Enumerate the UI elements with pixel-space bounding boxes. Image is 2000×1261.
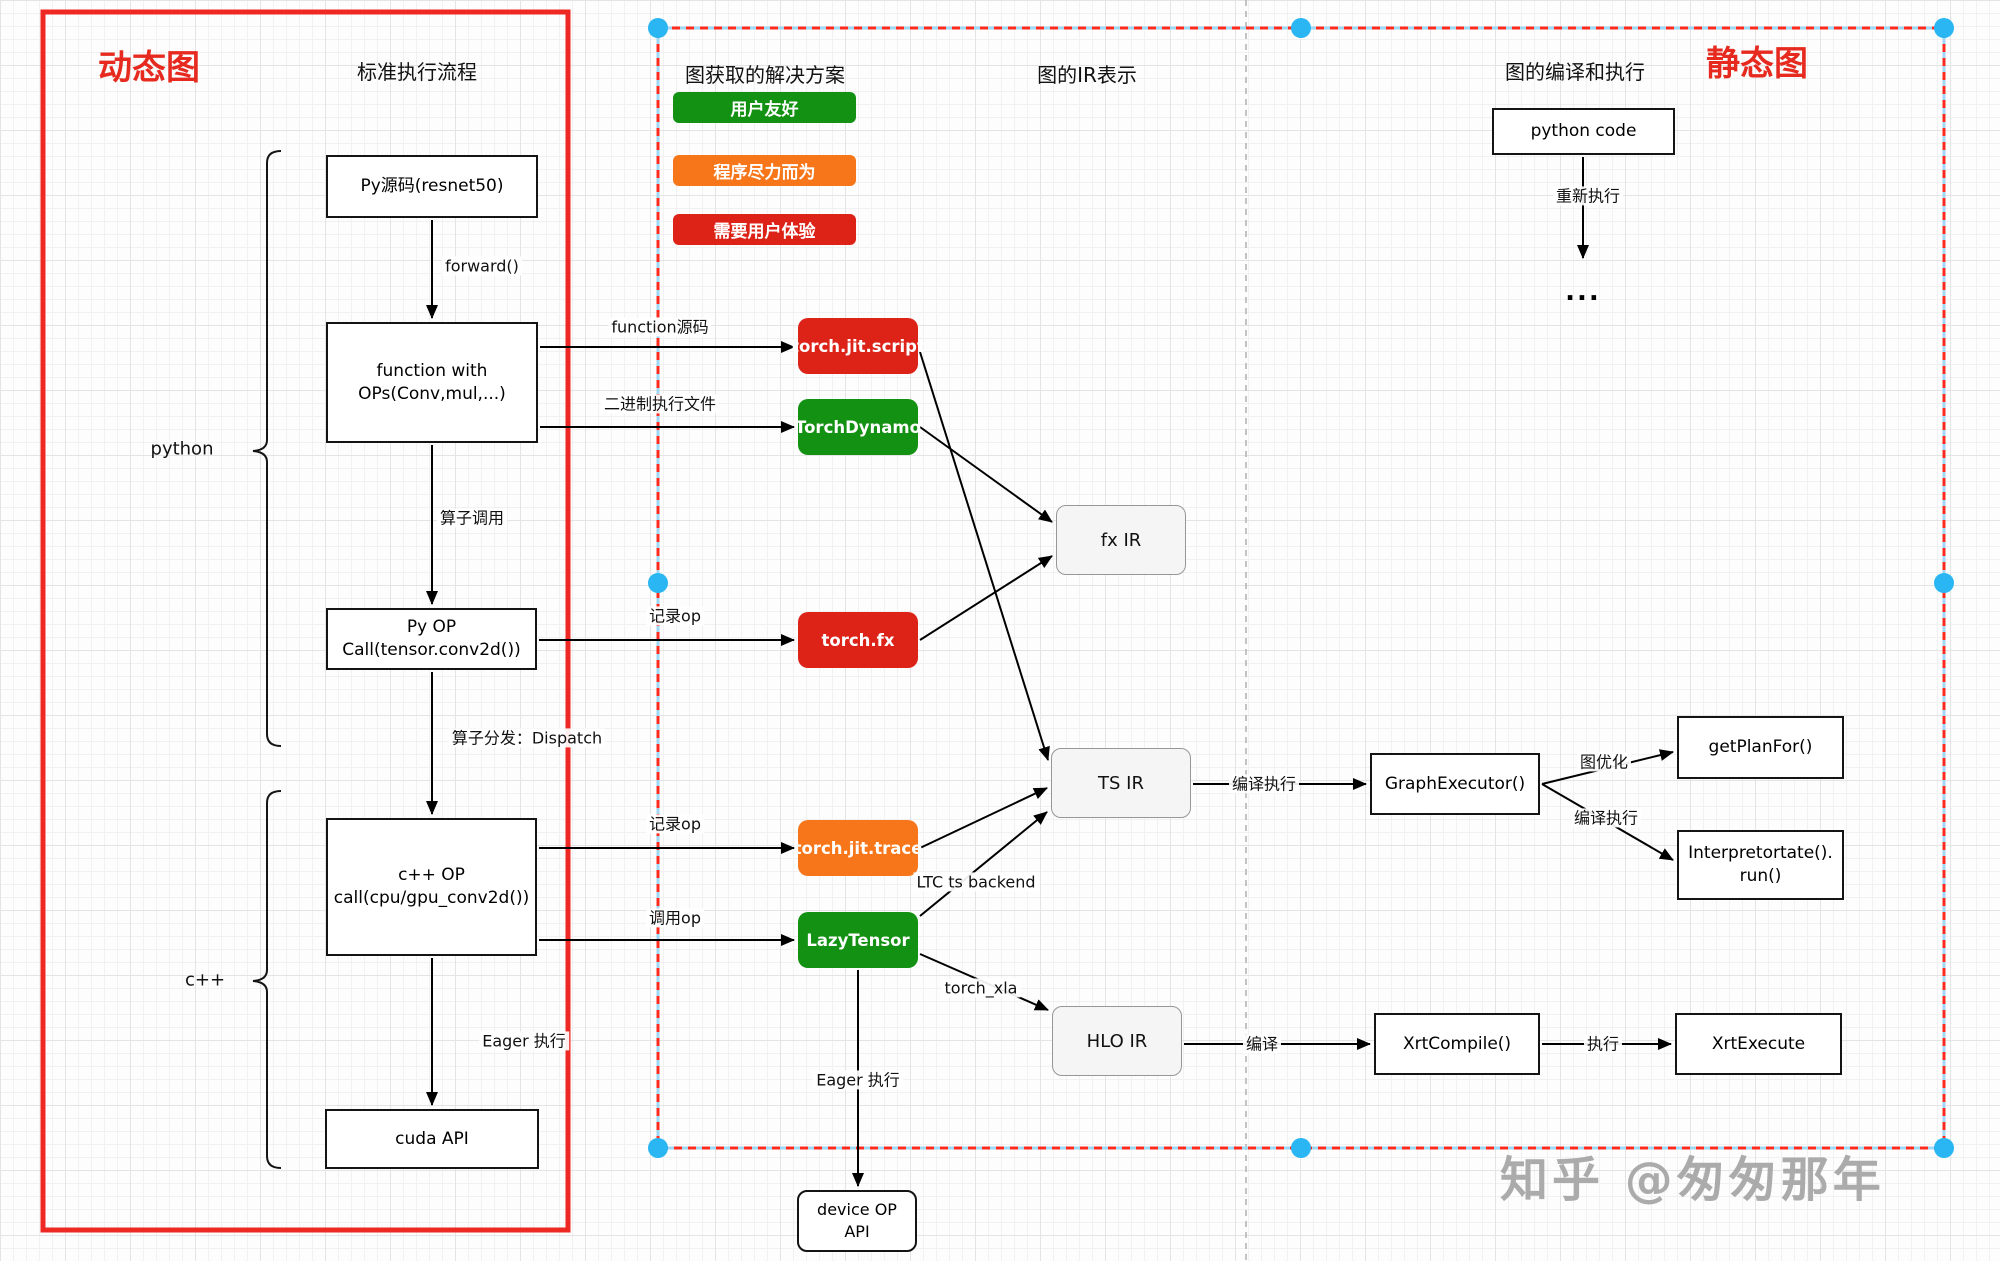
edge-label-forward: forward()	[442, 256, 522, 276]
node-fx-ir[interactable]: fx IR	[1056, 505, 1186, 575]
static-graph-title: 静态图	[1706, 44, 1808, 84]
edge-label-torch-xla: torch_xla	[941, 978, 1021, 998]
selection-handle[interactable]	[1934, 1138, 1954, 1158]
cpp-brace	[252, 790, 282, 1169]
edge-label-compile-exec-ge: 编译执行	[1570, 808, 1642, 828]
edge-label-exec: 执行	[1583, 1034, 1623, 1054]
edge-label-graph-opt: 图优化	[1576, 752, 1632, 772]
node-xrt-compile[interactable]: XrtCompile()	[1374, 1013, 1540, 1075]
edge-label-call-op: 调用op	[646, 908, 704, 928]
node-torch-fx[interactable]: torch.fx	[798, 612, 918, 668]
selection-handle[interactable]	[1934, 573, 1954, 593]
edge-label-function-source: function源码	[608, 317, 712, 337]
header-graph-capture: 图获取的解决方案	[685, 63, 845, 87]
node-graph-executor[interactable]: GraphExecutor()	[1370, 753, 1540, 815]
header-graph-compile-exec: 图的编译和执行	[1505, 60, 1645, 84]
node-get-plan-for[interactable]: getPlanFor()	[1677, 716, 1844, 779]
node-torch-jit-trace[interactable]: torch.jit.trace	[794, 820, 922, 876]
edge-label-record-op-fx: 记录op	[646, 606, 704, 626]
selection-handle[interactable]	[648, 18, 668, 38]
node-cuda-api[interactable]: cuda API	[325, 1109, 539, 1169]
edge-label-rerun: 重新执行	[1552, 186, 1624, 206]
node-py-source[interactable]: Py源码(resnet50)	[326, 155, 538, 218]
header-graph-ir: 图的IR表示	[1037, 63, 1137, 87]
selection-box[interactable]	[656, 26, 1946, 1150]
edge-label-binary-exec-file: 二进制执行文件	[600, 394, 720, 414]
node-torch-jit-script[interactable]: torch.jit.script	[791, 318, 925, 374]
edge-label-record-op-trace: 记录op	[646, 814, 704, 834]
edge-label-eager-exec-cpp: Eager 执行	[479, 1031, 569, 1051]
node-lazytensor[interactable]: LazyTensor	[798, 912, 918, 968]
selection-handle[interactable]	[648, 1138, 668, 1158]
node-torchdynamo[interactable]: TorchDynamo	[795, 399, 921, 455]
legend-needs-user-experience[interactable]: 需要用户体验	[673, 214, 856, 245]
selection-handle[interactable]	[648, 573, 668, 593]
node-cpp-op-call[interactable]: c++ OP call(cpu/gpu_conv2d())	[326, 818, 537, 956]
selection-handle[interactable]	[1934, 18, 1954, 38]
selection-handle[interactable]	[1291, 18, 1311, 38]
node-xrt-execute[interactable]: XrtExecute	[1675, 1013, 1842, 1075]
edge-label-eager-exec-lazy: Eager 执行	[813, 1070, 903, 1090]
selection-handle[interactable]	[1291, 1138, 1311, 1158]
group-label-python: python	[150, 438, 214, 460]
selection-box-underlay	[656, 26, 1946, 1150]
node-ts-ir[interactable]: TS IR	[1051, 748, 1191, 818]
dynamic-graph-title: 动态图	[98, 48, 200, 88]
header-standard-flow: 标准执行流程	[357, 60, 477, 84]
node-device-op-api[interactable]: device OP API	[797, 1190, 917, 1252]
edge-label-compile: 编译	[1242, 1034, 1282, 1054]
edge-label-op-invoke: 算子调用	[436, 508, 508, 528]
edges	[426, 157, 1674, 1187]
ellipsis-text: ...	[1565, 277, 1601, 307]
edge-label-compile-exec-ts: 编译执行	[1228, 774, 1300, 794]
watermark: 知乎 @匆匆那年	[1500, 1152, 1885, 1208]
python-brace	[252, 150, 282, 747]
node-function-ops[interactable]: function with OPs(Conv,mul,...)	[326, 322, 538, 443]
legend-best-effort[interactable]: 程序尽力而为	[673, 155, 856, 186]
node-hlo-ir[interactable]: HLO IR	[1052, 1006, 1182, 1076]
selection-handles[interactable]	[648, 18, 1954, 1158]
edge-label-ltc-ts-backend: LTC ts backend	[913, 872, 1039, 892]
dynamic-graph-frame[interactable]	[40, 9, 571, 1233]
node-interpreter-run[interactable]: Interpretortate(). run()	[1677, 830, 1844, 900]
group-label-cpp: c++	[184, 969, 226, 991]
edge-label-dispatch: 算子分发：Dispatch	[448, 728, 606, 748]
legend-user-friendly[interactable]: 用户友好	[673, 92, 856, 123]
node-python-code[interactable]: python code	[1492, 108, 1675, 155]
node-py-op-call[interactable]: Py OP Call(tensor.conv2d())	[326, 608, 537, 670]
